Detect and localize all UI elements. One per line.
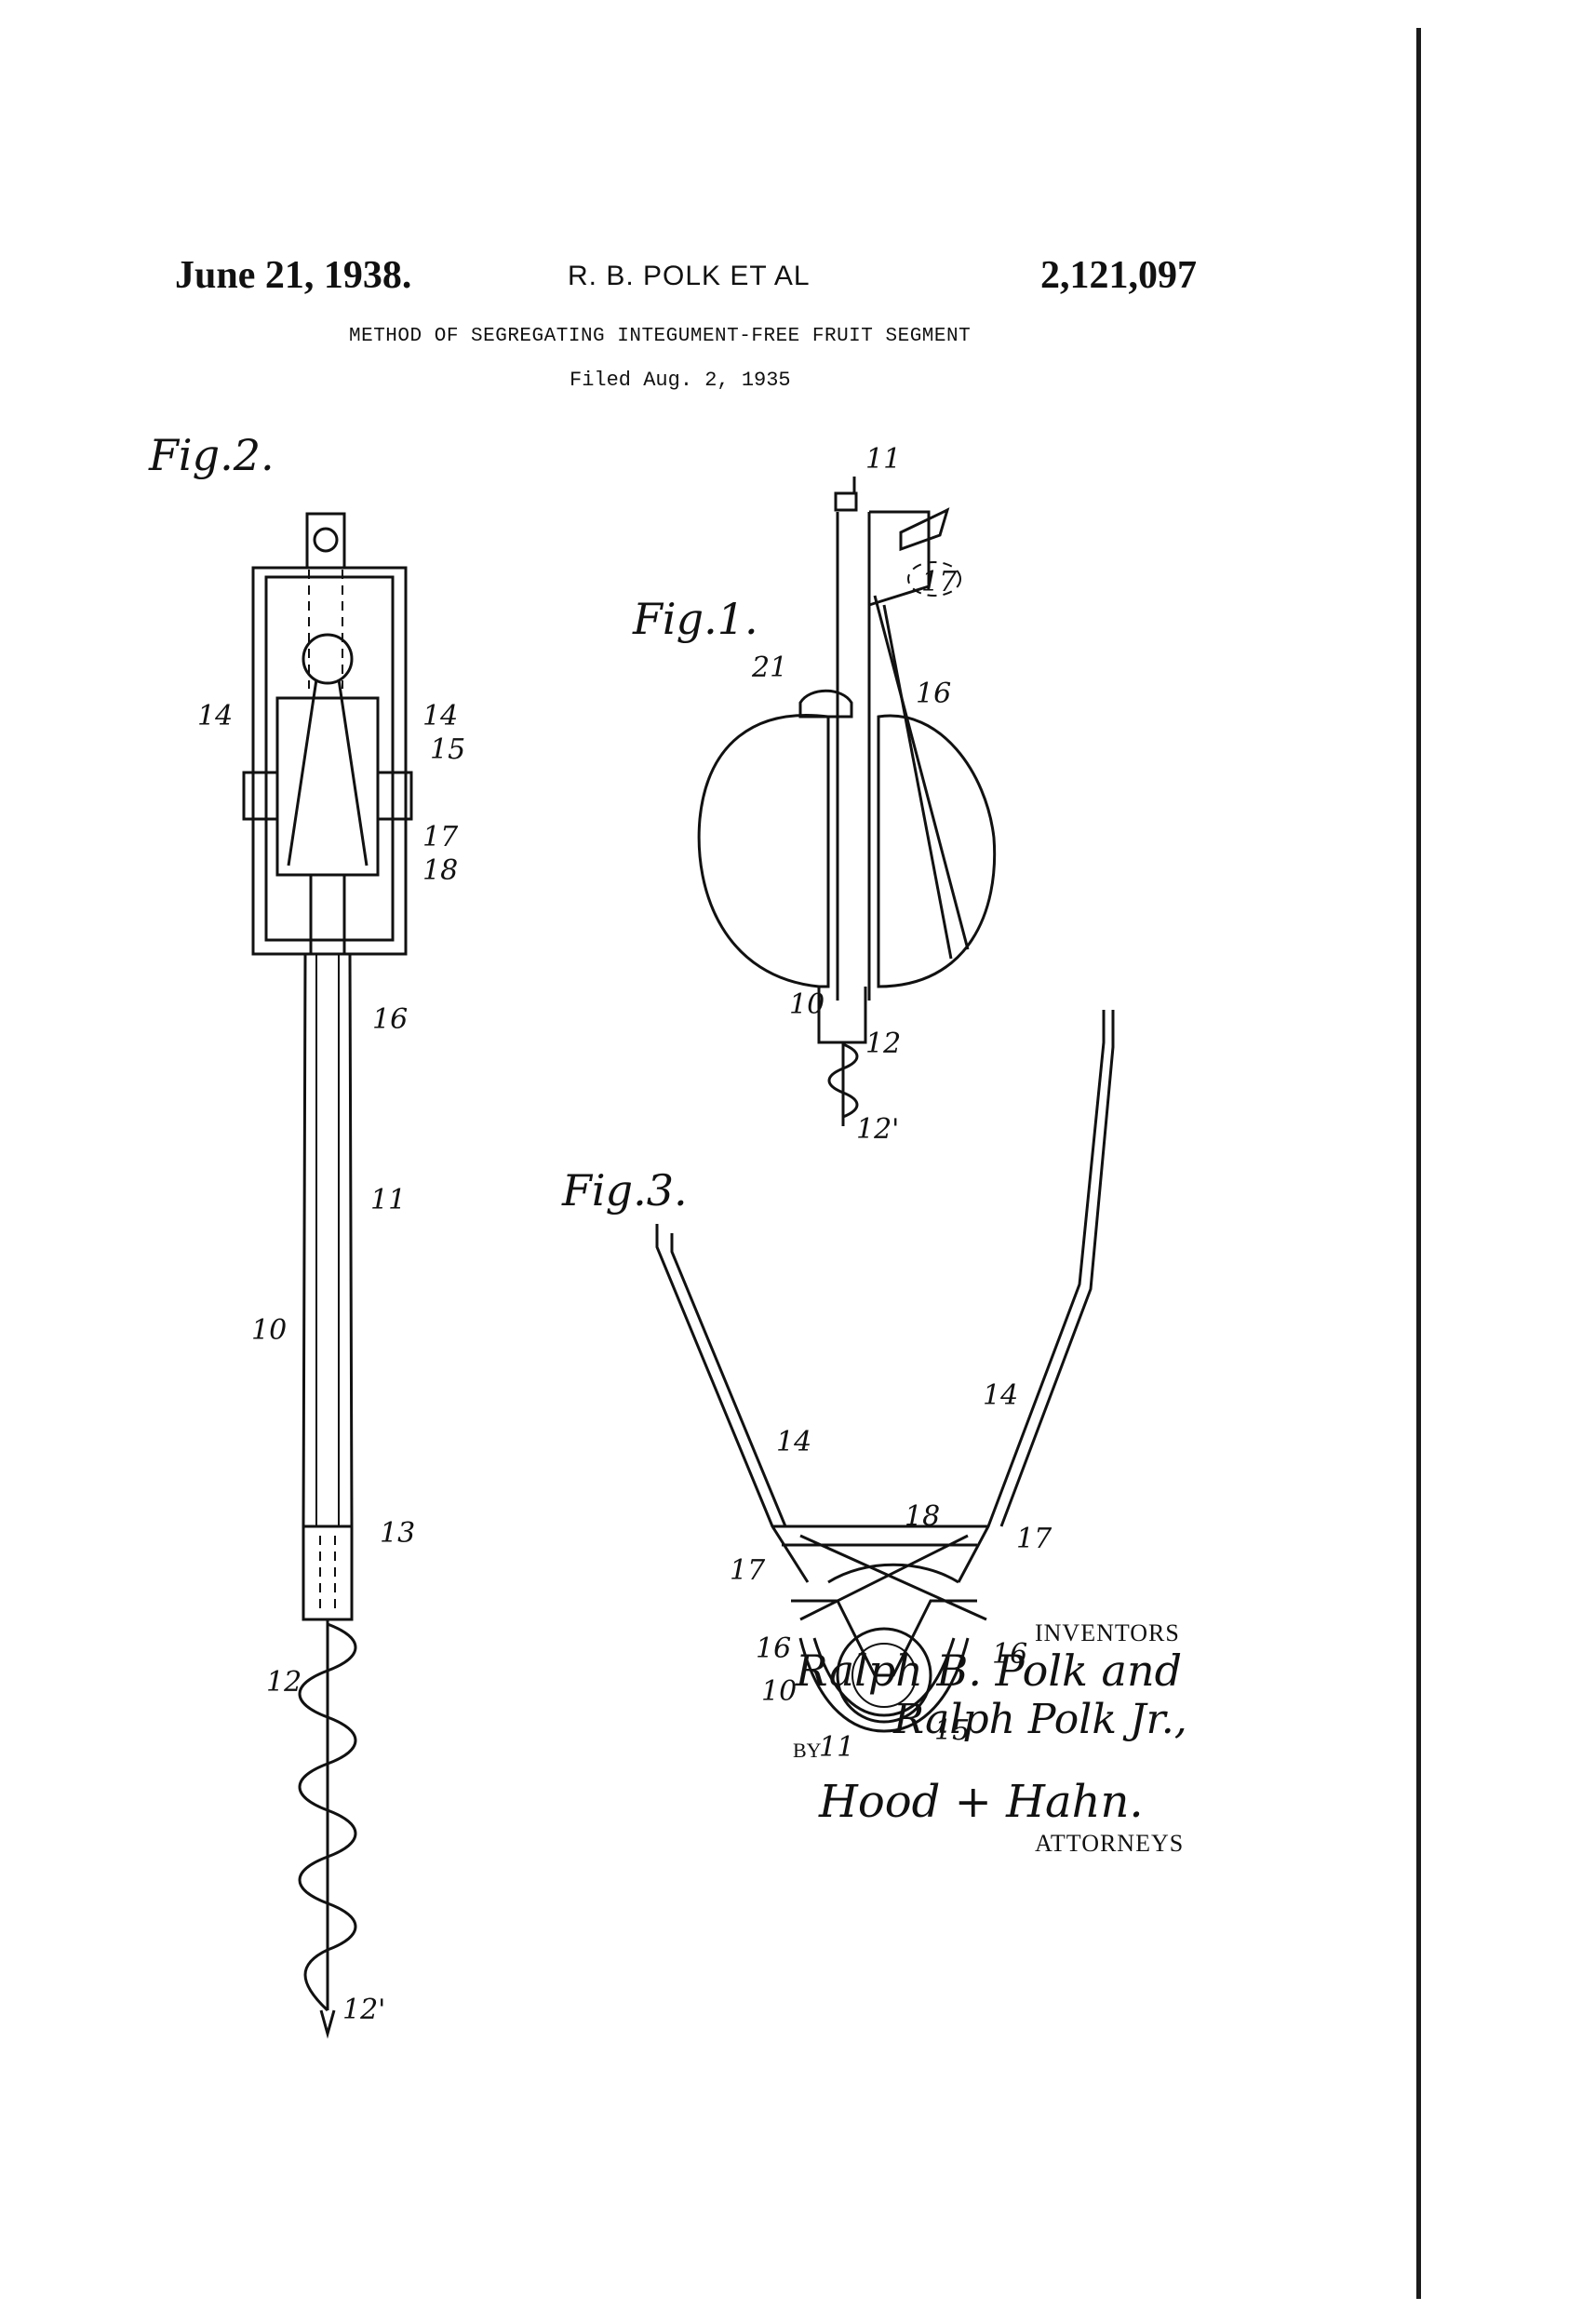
fig3-shaft-section xyxy=(836,1627,932,1724)
inventor-short-name: R. B. POLK ET AL xyxy=(568,261,811,291)
inventor-2-signature: Ralph Polk Jr., xyxy=(893,1696,1187,1743)
fig2-ref-18: 18 xyxy=(422,854,459,887)
fig1-lower-shaft xyxy=(817,987,867,1044)
fig1-ref-17: 17 xyxy=(921,566,958,598)
fig2-hidden-lines xyxy=(308,570,343,689)
fig1-ref-21: 21 xyxy=(752,652,788,684)
fig1-ref-11: 11 xyxy=(865,443,902,476)
fig1-trigger xyxy=(899,507,950,552)
fig3-left-arm-outer xyxy=(655,1224,810,1583)
fig2-ref-17: 17 xyxy=(422,821,459,853)
attorney-signature: Hood + Hahn. xyxy=(819,1776,1144,1828)
inventor-1-signature: Ralph B. Polk and xyxy=(796,1646,1183,1696)
fig2-shaft-outer xyxy=(302,953,354,1527)
fig1-lever-arm-inner xyxy=(882,604,953,960)
fig2-ferrule xyxy=(302,1525,354,1621)
fig1-fruit-left-section xyxy=(697,714,830,988)
fig3-ref-11: 11 xyxy=(819,1731,855,1764)
fig1-spiral xyxy=(827,1042,859,1119)
fig3-ref-14-left: 14 xyxy=(776,1426,812,1458)
fig2-right-lug xyxy=(376,771,413,821)
fig2-ref-10: 10 xyxy=(251,1314,288,1347)
fig1-ref-10: 10 xyxy=(789,988,825,1021)
fig2-handle-body xyxy=(251,566,408,956)
fig2-ref-15: 15 xyxy=(430,733,466,766)
fig1-cap xyxy=(798,689,853,719)
fig2-ref-12: 12 xyxy=(266,1666,302,1699)
fig3-cradle xyxy=(791,1599,977,1677)
patent-date: June 21, 1938. xyxy=(175,254,412,297)
fig3-shaft-core xyxy=(851,1643,917,1708)
fig2-left-lug xyxy=(242,771,279,821)
fig1-pin-cap xyxy=(834,491,858,512)
fig3-ref-17-left: 17 xyxy=(730,1554,766,1587)
page-edge-rule xyxy=(1416,28,1421,2299)
fig1-drawing xyxy=(697,477,997,1126)
fig2-spiral-tip xyxy=(319,2009,336,2039)
fig3-ref-16-right: 16 xyxy=(992,1638,1028,1671)
fig1-ref-16: 16 xyxy=(916,678,952,710)
fig1-shaft xyxy=(836,512,871,1001)
fig3-drawing xyxy=(655,1010,1115,1733)
fig3-label: Fig.3. xyxy=(562,1165,688,1216)
fig2-neck xyxy=(309,875,346,954)
fig2-ring xyxy=(302,633,354,685)
fig2-top-hole xyxy=(313,527,339,553)
fig1-lever-head xyxy=(868,510,931,607)
fig2-top-shaft xyxy=(305,512,346,570)
fig3-ref-16-left: 16 xyxy=(756,1632,792,1665)
fig2-ref-11: 11 xyxy=(370,1184,407,1216)
fig3-ref-15: 15 xyxy=(934,1714,971,1747)
fig1-lever-arm xyxy=(873,595,970,950)
fig1-ref-12: 12 xyxy=(865,1028,902,1060)
patent-title: METHOD OF SEGREGATING INTEGUMENT-FREE FR… xyxy=(349,326,972,347)
fig1-fruit-right-section xyxy=(877,714,997,988)
fig2-label: Fig.2. xyxy=(149,430,275,480)
fig3-outer-cup xyxy=(798,1637,970,1733)
inventors-label: INVENTORS xyxy=(1035,1619,1180,1646)
patent-number: 2,121,097 xyxy=(1040,254,1197,297)
fig2-ref-12-prime: 12' xyxy=(342,1994,386,2026)
by-label: BY xyxy=(793,1739,822,1762)
attorneys-label: ATTORNEYS xyxy=(1035,1830,1185,1857)
fig2-shaft-inner xyxy=(315,954,340,1526)
fig2-spring-arms xyxy=(287,678,369,866)
filed-date: Filed Aug. 2, 1935 xyxy=(570,369,791,392)
fig2-ref-16: 16 xyxy=(372,1003,409,1036)
fig3-left-arm-inner xyxy=(670,1233,787,1527)
fig2-handle-inner xyxy=(264,575,395,942)
fig3-ref-18: 18 xyxy=(905,1500,941,1533)
fig2-ref-14-right: 14 xyxy=(422,700,459,732)
fig2-ref-14-left: 14 xyxy=(197,700,234,732)
fig1-hidden-spring xyxy=(907,561,961,597)
fig2-ferrule-hidden xyxy=(319,1536,336,1610)
fig2-spiral xyxy=(298,1622,357,2012)
fig3-ref-10: 10 xyxy=(761,1675,798,1708)
fig2-ref-13: 13 xyxy=(380,1517,416,1550)
fig3-inner-cup xyxy=(812,1637,956,1717)
fig1-top-pin xyxy=(836,477,856,495)
fig3-cross-springs xyxy=(799,1534,987,1621)
fig2-drawing xyxy=(242,512,413,2039)
fig1-label: Fig.1. xyxy=(633,594,758,644)
fig3-right-arm-inner xyxy=(999,1010,1115,1527)
fig3-arch xyxy=(827,1563,959,1584)
fig1-ref-12-prime: 12' xyxy=(856,1113,900,1146)
fig3-ref-14-right: 14 xyxy=(983,1379,1019,1412)
fig3-right-arm-outer xyxy=(957,1010,1106,1583)
fig3-ref-17-right: 17 xyxy=(1016,1523,1052,1555)
